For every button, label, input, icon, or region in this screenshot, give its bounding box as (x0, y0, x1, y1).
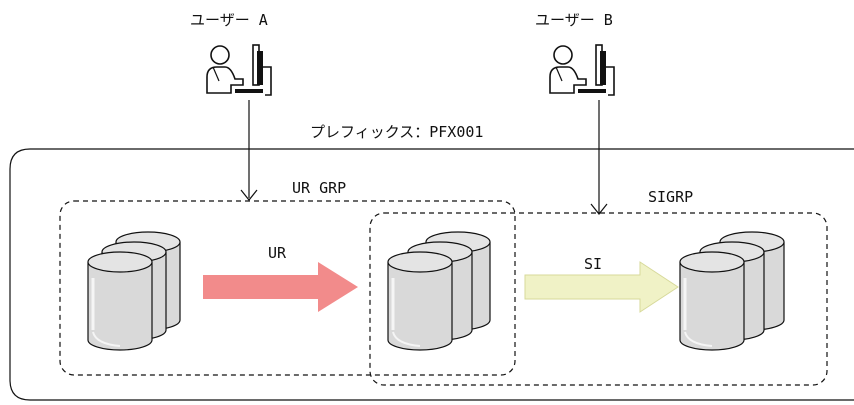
user-b-label: ユーザー B (535, 11, 613, 29)
prefix-label: プレフィックス：PFX001 (310, 123, 484, 141)
prefix-container (9, 148, 854, 401)
user-a-label: ユーザー A (190, 11, 268, 29)
si-secondary-storage-icon (678, 230, 786, 352)
user-a-icon (206, 44, 272, 96)
ur-copy-arrow (203, 262, 358, 312)
ur-copy-label: UR (268, 244, 287, 262)
urgrp-box (59, 200, 516, 376)
user-a-access-arrow (240, 100, 258, 201)
urgrp-label: UR GRP (292, 179, 347, 197)
si-copy-arrow (524, 261, 679, 313)
ur-secondary-storage-icon (386, 230, 492, 352)
si-copy-label: SI (584, 255, 603, 273)
sigrp-label: SIGRP (648, 188, 694, 206)
user-b-access-arrow (590, 100, 608, 215)
primary-storage-icon (86, 230, 182, 352)
sigrp-box (369, 212, 828, 386)
user-b-icon (549, 44, 615, 96)
